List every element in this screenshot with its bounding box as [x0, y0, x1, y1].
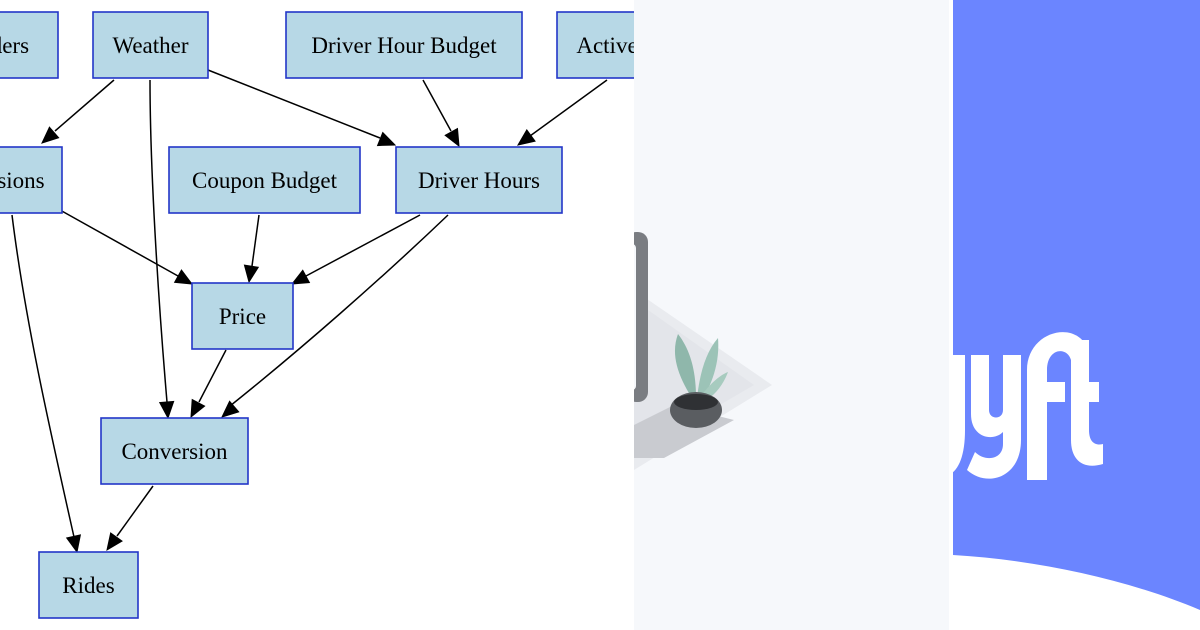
edge-weather-to-sessions: [41, 79, 115, 144]
edge-line: [149, 79, 168, 403]
edge-line: [422, 79, 452, 132]
edge-active-to-driver_hours: [516, 79, 608, 146]
illustration-panel: [634, 0, 949, 630]
node-label: Conversion: [121, 439, 228, 464]
edge-conversion-to-rides: [106, 485, 154, 552]
arrowhead: [290, 269, 311, 285]
node-label: Sessions: [0, 168, 45, 193]
edge-line: [116, 485, 154, 537]
node-active: Active: [556, 11, 634, 79]
logo-glyph-y: [967, 355, 1021, 479]
node-sessions: Sessions: [0, 146, 63, 214]
arrowhead: [444, 127, 460, 148]
node-label: Riders: [0, 33, 29, 58]
edge-weather-to-driver_hours: [207, 69, 397, 147]
causal-diagram: Riders Weather Driver Hour Budget ActiveSes…: [0, 11, 634, 619]
node-price: Price: [191, 282, 294, 350]
arrowhead: [376, 131, 397, 147]
edge-line: [54, 79, 115, 132]
node-label: Driver Hour Budget: [311, 33, 497, 58]
node-label: Weather: [112, 33, 188, 58]
edge-line: [251, 214, 260, 267]
node-box: [395, 146, 563, 214]
arrowhead: [65, 534, 82, 554]
node-driver-hour-budget: Driver Hour Budget: [285, 11, 523, 79]
plant-leaf: [674, 334, 696, 398]
edge-weather-to-conversion: [149, 79, 175, 420]
edge-line: [229, 214, 449, 407]
node-box: [0, 11, 59, 79]
node-label: Rides: [62, 573, 114, 598]
node-driver-hours: Driver Hours: [395, 146, 563, 214]
node-label: Driver Hours: [418, 168, 540, 193]
node-riders: Riders: [0, 11, 59, 79]
arrowhead: [221, 400, 240, 418]
edges-layer: [11, 69, 608, 554]
logo-glyph-l: [949, 355, 965, 475]
device-screen: [634, 244, 636, 390]
arrowhead: [106, 532, 123, 552]
node-weather: Weather: [92, 11, 209, 79]
arrowhead: [243, 264, 260, 284]
lyft-logo-icon: [949, 0, 1200, 610]
device-edge: [634, 232, 648, 402]
node-label: Coupon Budget: [192, 168, 338, 193]
plant-pot-rim: [674, 394, 718, 410]
node-box: [285, 11, 523, 79]
node-box: [92, 11, 209, 79]
node-label: Price: [219, 304, 266, 329]
brand-background: [953, 0, 1200, 610]
edge-sessions-to-price: [59, 209, 194, 285]
node-box: [168, 146, 361, 214]
edge-line: [207, 69, 381, 139]
node-coupon-budget: Coupon Budget: [168, 146, 361, 214]
edge-line: [59, 209, 179, 277]
edge-line: [305, 214, 421, 277]
potted-plant-illustration: [634, 232, 772, 470]
edge-sessions-to-rides: [11, 214, 82, 554]
edge-line: [11, 214, 75, 538]
node-box: [0, 146, 63, 214]
edge-line: [198, 349, 227, 403]
arrowhead: [190, 398, 206, 419]
node-conversion: Conversion: [100, 417, 249, 485]
edge-coupon_budget-to-price: [243, 214, 260, 284]
edge-driver_hours-to-price: [290, 214, 421, 285]
node-label: Active: [576, 33, 634, 58]
edge-driver_hour_budget-to-driver_hours: [422, 79, 460, 148]
arrowhead: [173, 269, 194, 285]
edge-driver_hours-to-conversion: [221, 214, 449, 418]
arrowhead: [158, 400, 175, 420]
arrowhead: [516, 128, 536, 146]
node-box: [556, 11, 634, 79]
node-box: [100, 417, 249, 485]
brand-panel: [949, 0, 1200, 630]
node-box: [191, 282, 294, 350]
nodes-layer: Riders Weather Driver Hour Budget ActiveSes…: [0, 11, 634, 619]
node-box: [38, 551, 139, 619]
plant-leaf: [697, 338, 719, 400]
logo-glyph-f: [1027, 332, 1089, 480]
arrowhead: [41, 126, 60, 144]
edge-price-to-conversion: [190, 349, 227, 419]
node-rides: Rides: [38, 551, 139, 619]
logo-glyph-t: [1071, 340, 1103, 466]
causal-diagram-panel: Riders Weather Driver Hour Budget ActiveSes…: [0, 11, 634, 619]
edge-line: [529, 79, 608, 137]
